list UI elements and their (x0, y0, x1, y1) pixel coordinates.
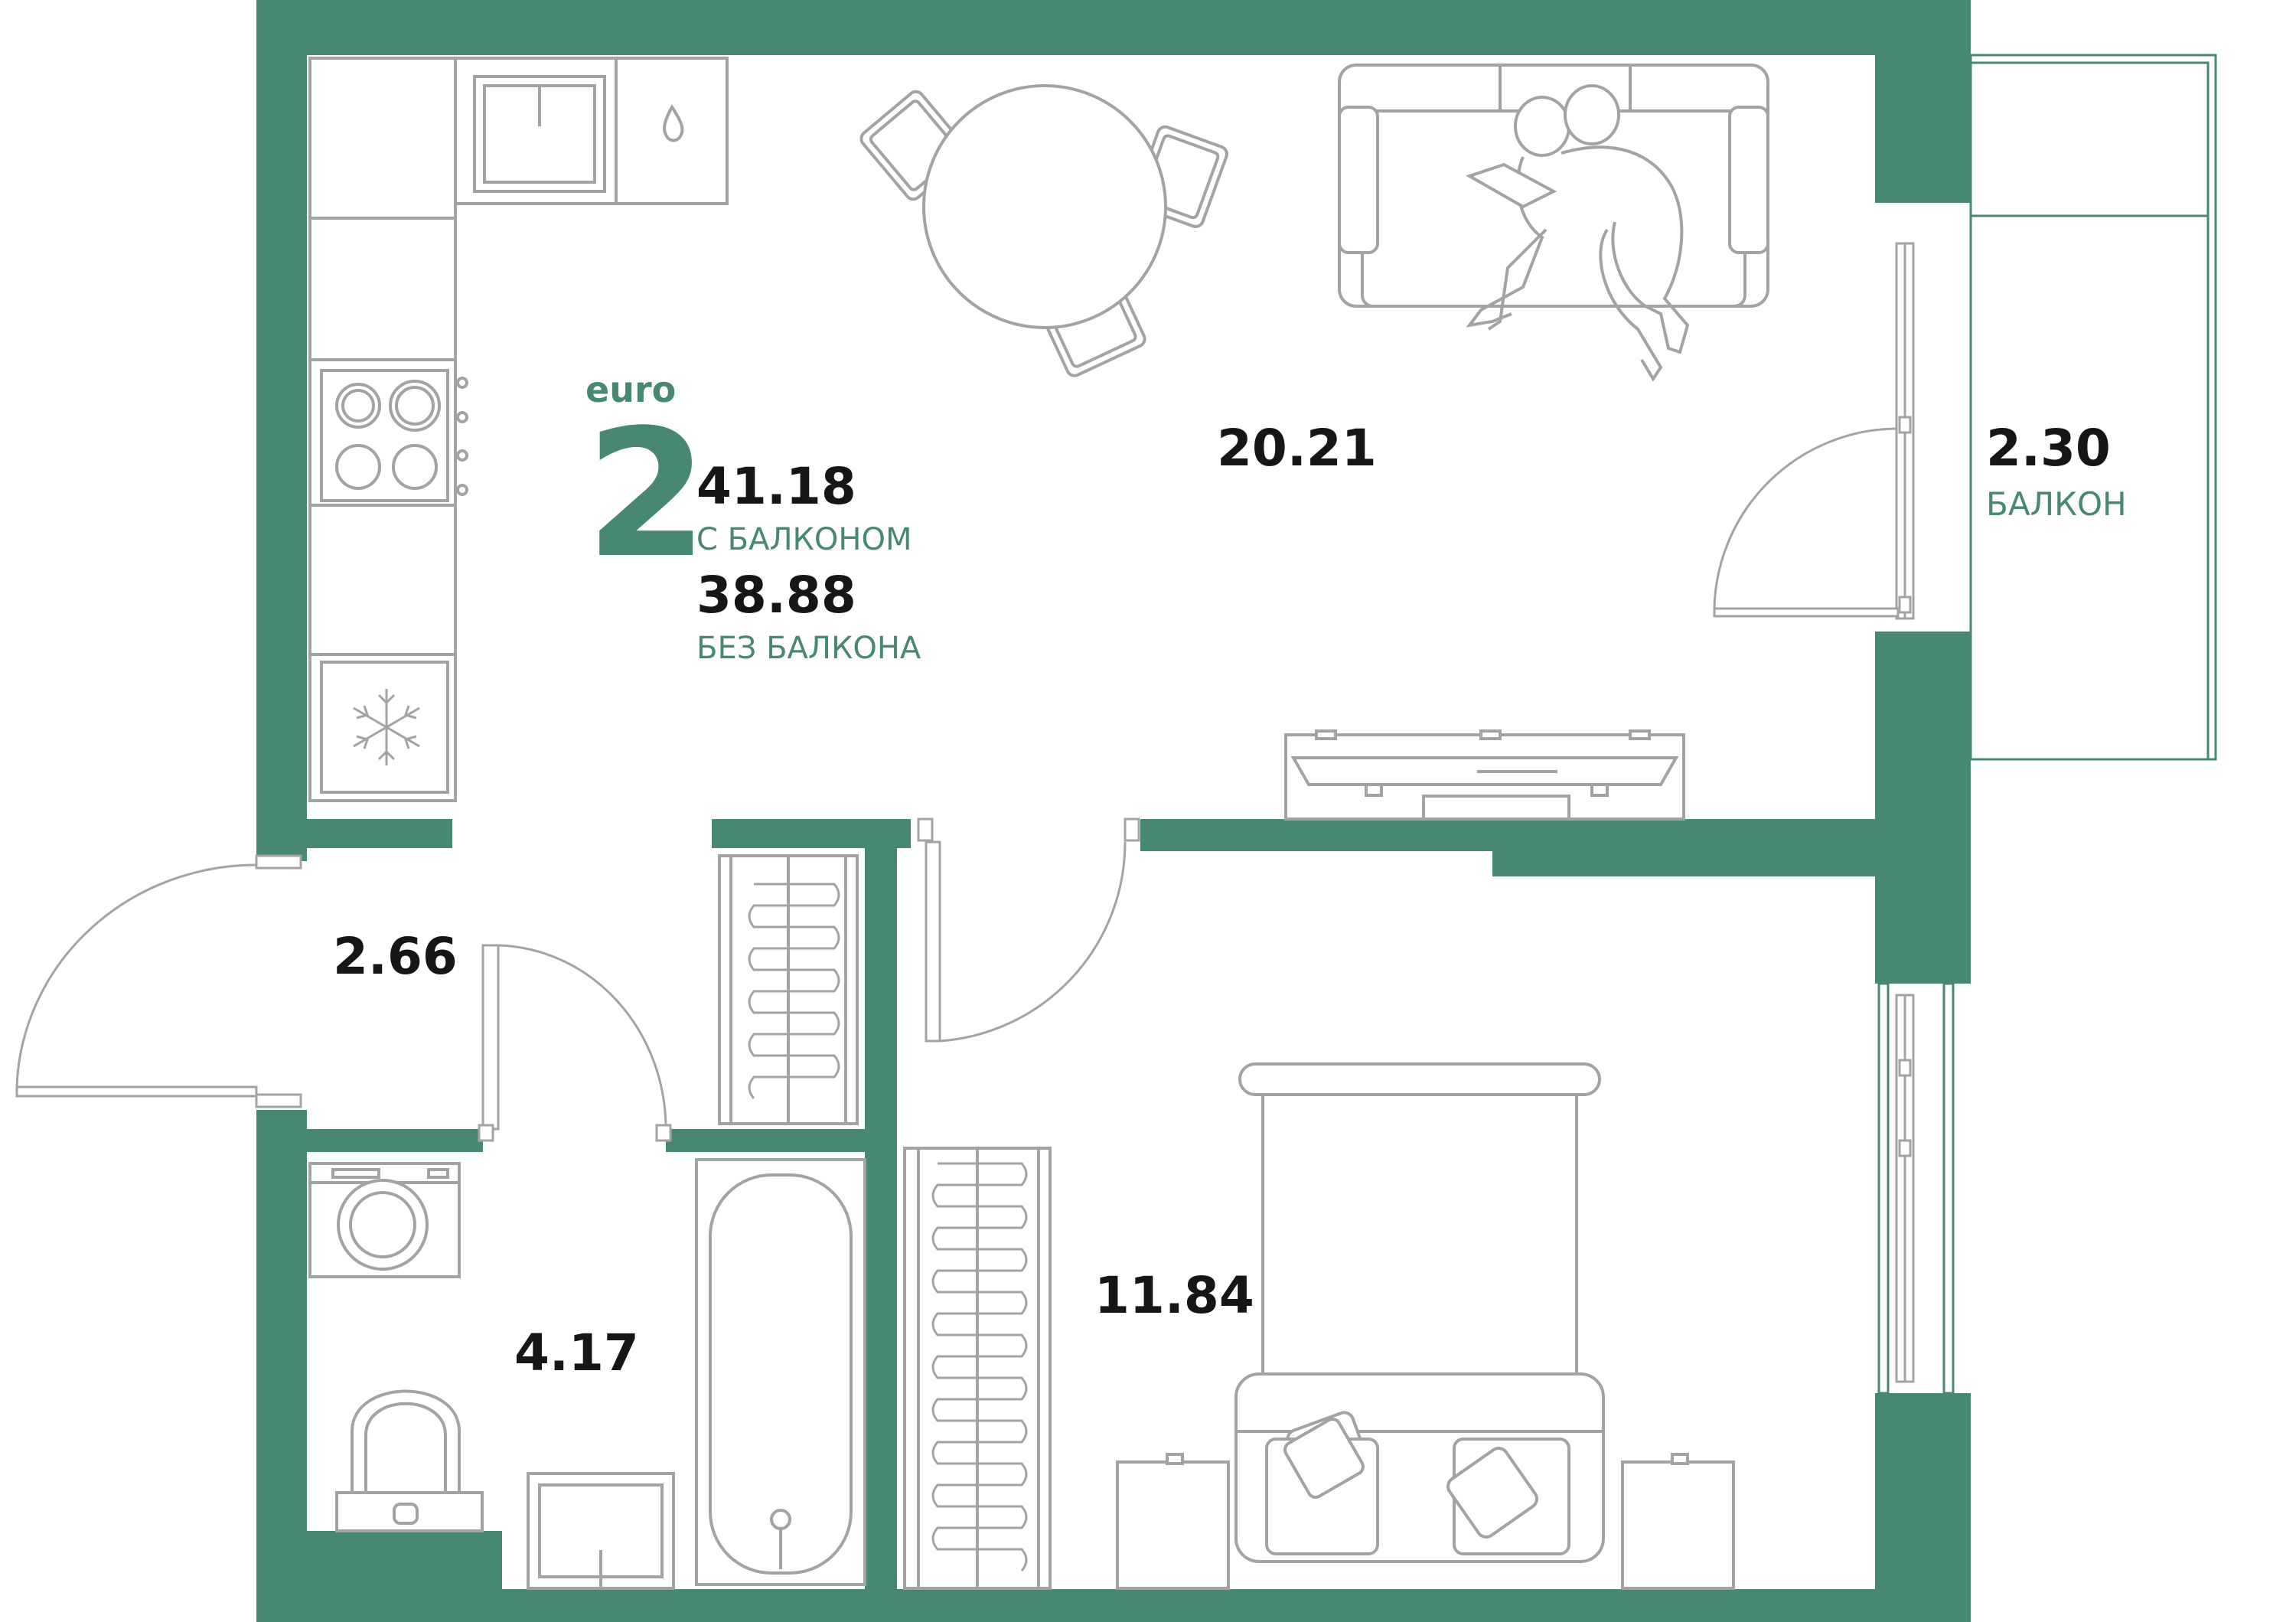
table-top (922, 84, 1167, 329)
walls (256, 0, 1971, 1622)
balcony-door-opening (1875, 203, 1971, 632)
bedroom-area: 11.84 (1094, 1266, 1254, 1325)
nightstand-icon (1116, 1453, 1735, 1590)
door-opening-entrance (256, 861, 307, 1110)
stove-icon (320, 369, 468, 502)
balcony-label: БАЛКОН (1986, 485, 2127, 523)
wardrobe-icon (718, 854, 1052, 1590)
bedroom-hangers (931, 1162, 1028, 1571)
washing-machine-icon (308, 1162, 461, 1278)
bedroom-door (917, 818, 1140, 1043)
bedroom-window-frame (1895, 994, 1915, 1383)
doors (15, 427, 1900, 1142)
bathtub-icon (695, 1158, 866, 1586)
bathroom-area: 4.17 (514, 1323, 639, 1382)
toilet-icon (335, 1389, 484, 1532)
hallway-area: 2.66 (333, 927, 458, 986)
bathroom-fixtures (308, 1158, 866, 1590)
wall-top (256, 0, 1971, 55)
entrance-door (15, 854, 302, 1108)
wall-right-2 (1875, 632, 1971, 861)
dining-table-icon (859, 84, 1228, 377)
wall-bottom (256, 1589, 1971, 1622)
sofa-icon (1338, 64, 1769, 382)
wall-right-3 (1875, 861, 1971, 984)
with-balcony-label: С БАЛКОНОМ (696, 522, 912, 557)
bathroom-door (478, 944, 672, 1142)
balcony-outline (1969, 54, 2217, 761)
wall-hall-bath-2 (666, 1129, 865, 1152)
without-balcony-label: БЕЗ БАЛКОНА (696, 631, 921, 666)
tv-unit-icon (1284, 729, 1685, 821)
kitchen (308, 57, 729, 802)
bedroom-window (1877, 982, 1955, 1395)
snowflake-icon (353, 689, 420, 765)
balcony (1969, 54, 2217, 761)
wall-hall-bath (307, 1129, 483, 1152)
wall-bedroom-top-thick (1492, 819, 1875, 876)
window-bedroom-opening (1875, 984, 1971, 1393)
people-icon (1466, 84, 1690, 382)
balcony-rail (1969, 61, 2210, 217)
rooms-count: 2 (585, 393, 708, 597)
balcony-door (1713, 427, 1900, 618)
brand-label: euro (585, 369, 676, 410)
wall-left-lower (256, 1110, 307, 1622)
wall-bath-block (307, 1531, 502, 1589)
wall-right-4 (1875, 1393, 1971, 1622)
total-with-balcony: 41.18 (696, 457, 856, 516)
water-drop-icon (663, 104, 684, 142)
hall-hangers (748, 883, 840, 1099)
floor-area (256, 203, 1971, 1393)
wall-left-upper (256, 0, 307, 861)
wall-right-1 (1875, 0, 1971, 203)
balcony-area: 2.30 (1986, 419, 2111, 478)
sink-icon (473, 75, 606, 193)
pillow-right-2 (1446, 1447, 1538, 1539)
living-kitchen-area: 20.21 (1217, 419, 1377, 478)
wall-kitchen-hall (307, 819, 452, 848)
pillow-left-3 (1283, 1418, 1365, 1499)
balcony-door-frame (1895, 242, 1915, 620)
basin-icon (527, 1472, 675, 1590)
total-without-balcony: 38.88 (696, 566, 856, 625)
wall-niche-right (865, 819, 897, 1589)
summary-block: euro 2 41.18 С БАЛКОНОМ 38.88 БЕЗ БАЛКОН… (585, 369, 921, 666)
bed-icon (1234, 1062, 1605, 1563)
